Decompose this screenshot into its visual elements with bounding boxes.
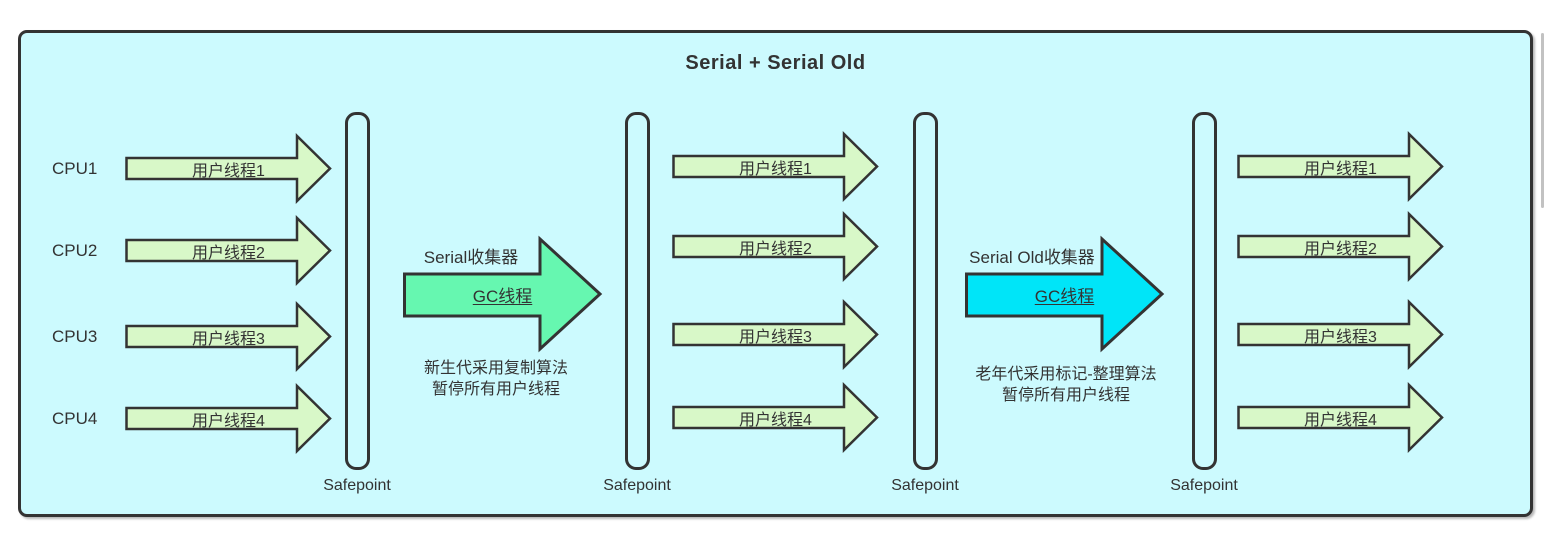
user-thread-arrow: 用户线程1 [1237, 131, 1444, 202]
gc-diagram-panel [18, 30, 1533, 517]
serial-old-gc-arrow: GC线程 [965, 235, 1165, 353]
safepoint-label: Safepoint [1170, 477, 1238, 494]
desc-line: 暂停所有用户线程 [431, 381, 560, 398]
user-thread-arrow: 用户线程2 [1237, 211, 1444, 282]
user-thread-arrow: 用户线程2 [125, 215, 332, 286]
serial-old-collector-name: Serial Old收集器 [969, 248, 1095, 267]
user-thread-label: 用户线程2 [192, 244, 265, 262]
user-thread-label: 用户线程4 [192, 412, 265, 430]
right-arrow-icon [672, 382, 879, 453]
serial-collector-name: Serial收集器 [423, 248, 519, 267]
user-thread-arrow: 用户线程1 [125, 133, 332, 204]
user-thread-label: 用户线程4 [739, 411, 812, 429]
right-arrow-icon [125, 301, 332, 372]
right-arrow-icon [672, 299, 879, 370]
right-arrow-icon [125, 133, 332, 204]
cpu2-label: CPU2 [52, 241, 98, 260]
user-thread-arrow: 用户线程3 [672, 299, 879, 370]
user-thread-label: 用户线程1 [739, 160, 812, 178]
desc-line: 新生代采用复制算法 [423, 360, 568, 377]
user-thread-arrow: 用户线程3 [1237, 299, 1444, 370]
serial-gc-arrow: GC线程 [403, 235, 603, 353]
right-arrow-icon [965, 235, 1165, 353]
right-arrow-icon [1237, 382, 1444, 453]
cpu3-label: CPU3 [52, 327, 98, 346]
desc-line: 暂停所有用户线程 [1001, 387, 1130, 404]
safepoint-label: Safepoint [603, 477, 671, 494]
right-arrow-icon [672, 211, 879, 282]
right-arrow-icon [125, 383, 332, 454]
safepoint-bar [345, 112, 370, 470]
safepoint-bar [913, 112, 938, 470]
user-thread-label: 用户线程1 [1304, 160, 1377, 178]
serial-collector-description: 新生代采用复制算法 暂停所有用户线程 [346, 358, 646, 400]
user-thread-arrow: 用户线程4 [672, 382, 879, 453]
right-arrow-icon [403, 235, 603, 353]
user-thread-label: 用户线程2 [739, 240, 812, 258]
user-thread-arrow: 用户线程4 [125, 383, 332, 454]
safepoint-bar [1192, 112, 1217, 470]
user-thread-arrow: 用户线程3 [125, 301, 332, 372]
gc-thread-label: GC线程 [472, 286, 533, 306]
safepoint-label: Safepoint [323, 477, 391, 494]
user-thread-label: 用户线程2 [1304, 240, 1377, 258]
right-arrow-icon [672, 131, 879, 202]
user-thread-label: 用户线程1 [192, 162, 265, 180]
serial-old-collector-description: 老年代采用标记-整理算法 暂停所有用户线程 [916, 364, 1216, 406]
user-thread-label: 用户线程3 [192, 330, 265, 348]
user-thread-arrow: 用户线程4 [1237, 382, 1444, 453]
user-thread-label: 用户线程4 [1304, 411, 1377, 429]
right-arrow-icon [125, 215, 332, 286]
right-arrow-icon [1237, 211, 1444, 282]
cpu4-label: CPU4 [52, 409, 98, 428]
user-thread-arrow: 用户线程1 [672, 131, 879, 202]
safepoint-label: Safepoint [891, 477, 959, 494]
cpu1-label: CPU1 [52, 159, 98, 178]
user-thread-label: 用户线程3 [1304, 328, 1377, 346]
right-arrow-icon [1237, 131, 1444, 202]
user-thread-label: 用户线程3 [739, 328, 812, 346]
safepoint-bar [625, 112, 650, 470]
scrollbar-thumb[interactable] [1541, 33, 1544, 208]
right-arrow-icon [1237, 299, 1444, 370]
diagram-title: Serial + Serial Old [685, 52, 866, 74]
desc-line: 老年代采用标记-整理算法 [975, 366, 1157, 383]
user-thread-arrow: 用户线程2 [672, 211, 879, 282]
gc-thread-label: GC线程 [1034, 286, 1095, 306]
